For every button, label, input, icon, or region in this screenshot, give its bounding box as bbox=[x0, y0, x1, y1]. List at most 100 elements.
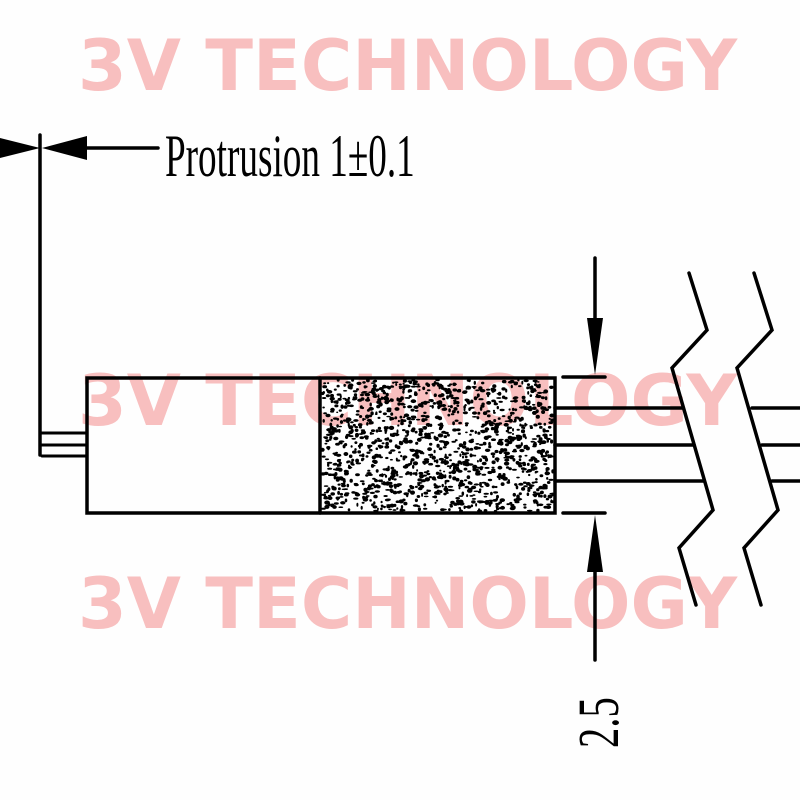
speckle-dot bbox=[443, 456, 449, 459]
speckle-dot bbox=[507, 431, 512, 434]
speckle-dot bbox=[409, 448, 412, 451]
watermark: 3V TECHNOLOGY bbox=[78, 25, 738, 107]
speckle-dot bbox=[469, 454, 475, 457]
speckle-dot bbox=[517, 417, 522, 420]
speckle-dot bbox=[534, 471, 537, 474]
speckle-dot bbox=[409, 421, 412, 425]
speckle-dot bbox=[526, 383, 531, 386]
speckle-dot bbox=[423, 495, 429, 498]
speckle-dot bbox=[323, 436, 326, 439]
down-arrowhead-icon bbox=[587, 318, 603, 375]
break-line bbox=[670, 271, 715, 607]
speckle-dot bbox=[526, 492, 530, 497]
speckle-dot bbox=[526, 509, 533, 512]
speckle-dot bbox=[484, 466, 490, 469]
watermark: 3V TECHNOLOGY bbox=[78, 360, 738, 442]
speckle-dot bbox=[472, 411, 477, 415]
speckle-dot bbox=[433, 459, 437, 463]
speckle-dot bbox=[499, 498, 505, 502]
speckle-dot bbox=[327, 447, 330, 451]
speckle-dot bbox=[340, 440, 345, 443]
speckle-dot bbox=[359, 480, 365, 483]
speckle-dot bbox=[415, 385, 421, 388]
speckle-dot bbox=[361, 482, 365, 486]
speckle-dot bbox=[464, 422, 469, 425]
speckle-dot bbox=[383, 398, 389, 401]
speckle-dot bbox=[527, 406, 531, 409]
speckle-dot bbox=[519, 406, 525, 409]
speckle-dot bbox=[503, 422, 509, 427]
speckle-dot bbox=[385, 441, 389, 446]
speckle-dot bbox=[377, 444, 382, 448]
speckle-dot bbox=[448, 508, 451, 512]
speckle-dot bbox=[329, 438, 332, 441]
speckle-dot bbox=[458, 421, 462, 425]
speckle-dot bbox=[346, 404, 352, 407]
speckle-dot bbox=[335, 496, 341, 500]
speckle-dot bbox=[369, 499, 372, 502]
speckle-dot bbox=[447, 485, 454, 488]
speckle-dot bbox=[348, 425, 354, 430]
speckle-dot bbox=[452, 476, 457, 481]
speckle-dot bbox=[365, 385, 368, 388]
speckle-dot bbox=[415, 454, 420, 459]
speckle-dot bbox=[423, 503, 427, 507]
speckle-dot bbox=[416, 495, 421, 498]
speckle-dot bbox=[501, 379, 507, 384]
speckle-dot bbox=[518, 458, 522, 462]
speckle-dot bbox=[530, 385, 534, 390]
speckle-dot bbox=[429, 453, 434, 457]
speckle-dot bbox=[393, 478, 397, 481]
speckle-dot bbox=[510, 503, 515, 508]
speckle-dot bbox=[376, 437, 380, 440]
speckle-dot bbox=[546, 477, 549, 480]
speckle-dot bbox=[500, 448, 504, 452]
speckle-dot bbox=[362, 417, 365, 422]
speckle-dot bbox=[448, 471, 452, 474]
speckle-dot bbox=[370, 432, 375, 435]
speckle-dot bbox=[511, 407, 515, 411]
speckle-dot bbox=[352, 450, 357, 454]
speckle-dot bbox=[435, 499, 439, 502]
speckle-dot bbox=[516, 494, 520, 499]
speckle-dot bbox=[518, 492, 522, 496]
speckle-dot bbox=[323, 485, 329, 487]
speckle-dot bbox=[542, 483, 547, 488]
speckle-dot bbox=[523, 503, 527, 506]
speckle-dot bbox=[357, 450, 362, 454]
speckle-dot bbox=[462, 452, 465, 454]
speckle-dot bbox=[324, 504, 330, 509]
speckle-dot bbox=[402, 429, 406, 432]
speckle-dot bbox=[458, 495, 464, 497]
speckle-dot bbox=[478, 386, 483, 391]
speckle-dot bbox=[367, 486, 372, 490]
speckle-dot bbox=[377, 454, 382, 457]
speckle-dot bbox=[333, 462, 338, 466]
speckle-dot bbox=[399, 415, 403, 419]
speckle-dot bbox=[448, 408, 451, 413]
speckle-dot bbox=[454, 401, 460, 405]
speckle-dot bbox=[349, 478, 353, 483]
speckle-dot bbox=[518, 498, 523, 501]
speckle-dot bbox=[378, 410, 382, 414]
dimension-label: 2.5 bbox=[566, 697, 631, 748]
speckle-dot bbox=[397, 402, 401, 406]
speckle-dot bbox=[497, 417, 501, 420]
speckle-dot bbox=[400, 402, 405, 405]
speckle-dot bbox=[490, 388, 497, 393]
speckle-dot bbox=[359, 436, 365, 440]
speckle-dot bbox=[492, 409, 496, 413]
speckle-dot bbox=[381, 442, 385, 445]
speckle-dot bbox=[423, 411, 427, 414]
speckle-dot bbox=[510, 400, 514, 403]
speckle-dot bbox=[339, 496, 344, 498]
speckle-dot bbox=[418, 428, 424, 431]
speckle-dot bbox=[476, 393, 480, 398]
speckle-dot bbox=[456, 410, 460, 414]
speckle-dot bbox=[514, 408, 518, 412]
speckle-dot bbox=[436, 443, 440, 448]
speckle-dot bbox=[384, 445, 390, 449]
speckle-dot bbox=[452, 428, 457, 432]
speckle-dot bbox=[368, 406, 374, 411]
speckle-dot bbox=[387, 481, 393, 485]
